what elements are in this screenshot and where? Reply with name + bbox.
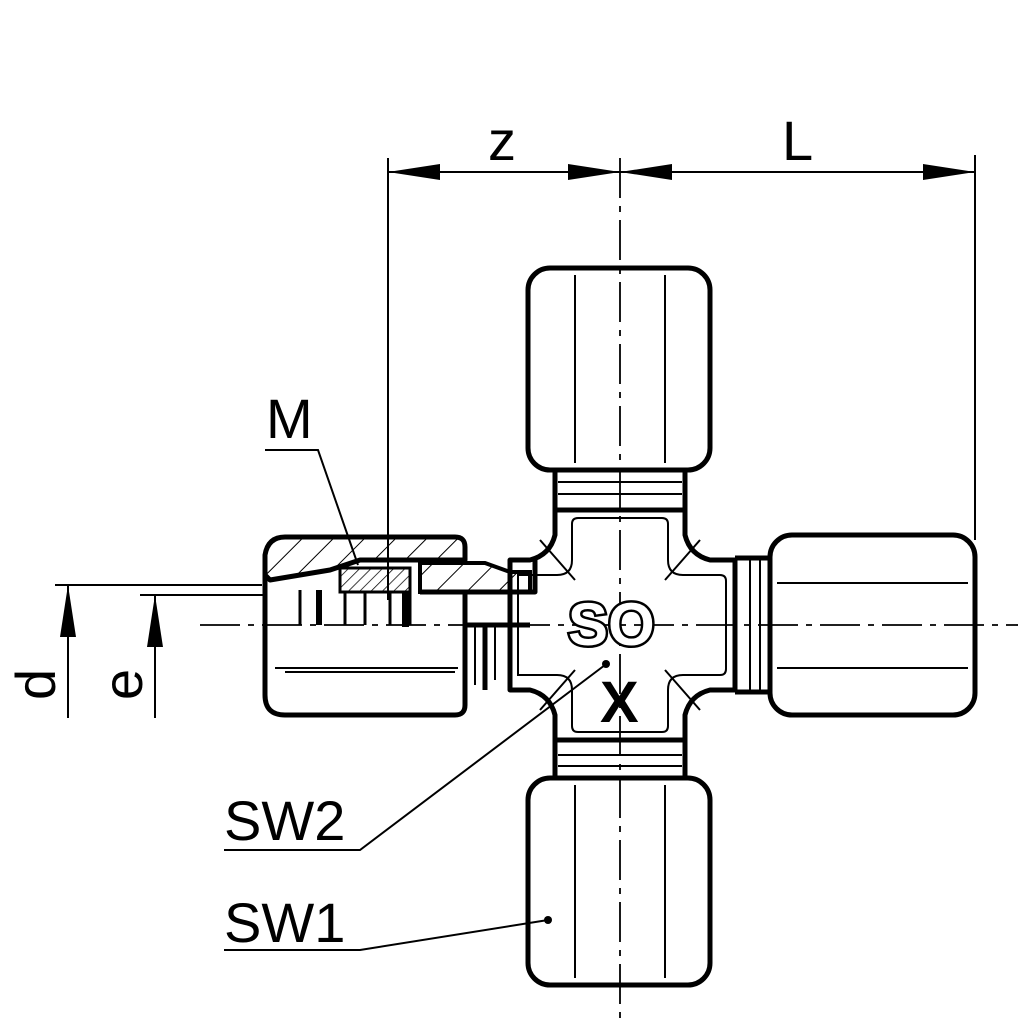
body-cross (507, 507, 738, 743)
dimension-z-l (387, 155, 976, 600)
dimension-e-label: e (91, 669, 154, 700)
top-nut (525, 265, 713, 510)
right-nut (735, 532, 978, 718)
sw2-leader (224, 664, 606, 851)
bottom-nut (525, 740, 713, 988)
sw1-label: SW1 (224, 891, 345, 954)
series-marking: SO (568, 591, 655, 658)
thread-m-leader (265, 449, 359, 566)
thread-m-label: M (266, 387, 313, 450)
dimension-l-label: L (782, 109, 813, 172)
sw2-dot (602, 660, 610, 668)
dimension-z-label: z (488, 109, 516, 172)
sw2-label: SW2 (224, 789, 345, 852)
size-marking: X (600, 670, 639, 735)
sw1-leader (224, 919, 549, 951)
dimension-d-label: d (4, 669, 67, 700)
left-nut-section (262, 534, 538, 718)
dimension-d-e (55, 584, 265, 718)
sw1-dot (544, 916, 552, 924)
